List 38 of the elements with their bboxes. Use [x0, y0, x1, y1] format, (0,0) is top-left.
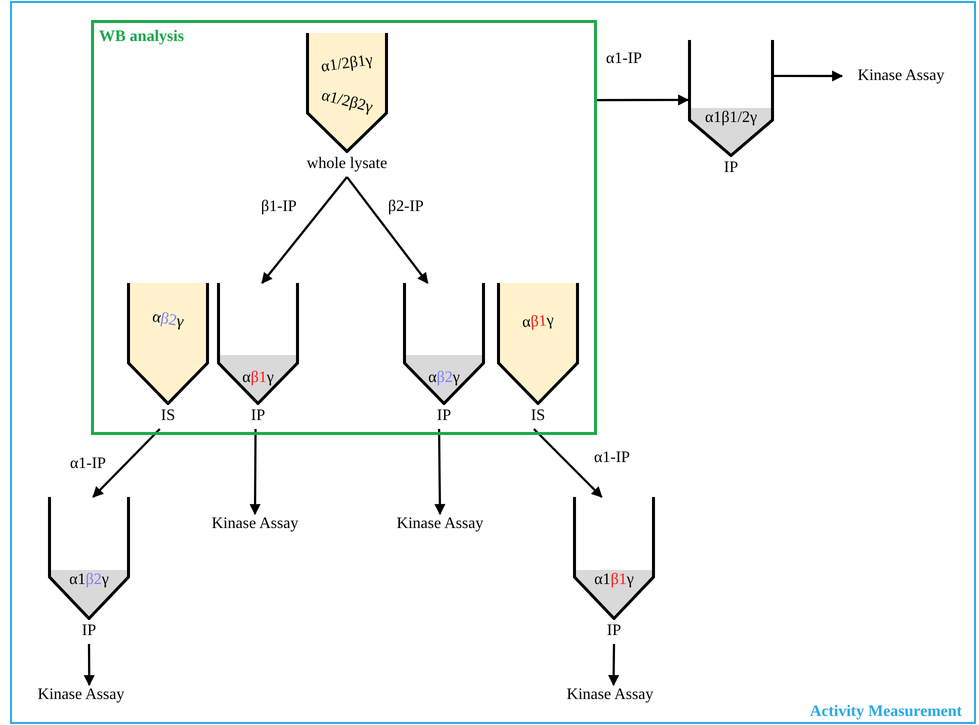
group-box [91, 20, 597, 435]
panel-frame [10, 1, 976, 724]
arrow [597, 94, 690, 106]
arrow [84, 644, 95, 686]
sample-label: αβ1γ [241, 369, 275, 387]
sample-label: α1/2β2γ [318, 86, 376, 118]
tube-caption: IP [606, 622, 622, 640]
edge-label: β2-IP [386, 198, 426, 216]
sample-label: αβ1γ [520, 310, 556, 334]
step-label: Kinase Assay [551, 685, 669, 705]
tube-caption: IP [436, 407, 452, 425]
step-label: Kinase Assay [842, 66, 960, 86]
step-label: Kinase Assay [22, 685, 140, 705]
tube-caption: IP [250, 407, 266, 425]
tube-caption: IP [80, 622, 98, 640]
step-label: Kinase Assay [196, 514, 314, 534]
tube-caption: whole lysate [306, 155, 388, 173]
sample-label: α1β1/2γ [704, 109, 758, 127]
sample-label: α1β2γ [68, 571, 110, 589]
arrow [92, 428, 161, 498]
arrow [533, 428, 602, 498]
edge-label: β1-IP [259, 198, 299, 216]
arrow [608, 644, 620, 686]
sample-label: α1β1γ [593, 571, 635, 589]
tube-caption: IS [160, 407, 176, 425]
group-title: WB analysis [99, 28, 184, 46]
arrow [434, 428, 446, 516]
arrow [774, 70, 844, 82]
sample-label: α1/2β1γ [318, 50, 375, 78]
arrow [261, 176, 348, 284]
step-label: Kinase Assay [381, 514, 499, 534]
sample-label: αβ2γ [150, 307, 186, 333]
tube-caption: IS [530, 407, 546, 425]
sample-label: αβ2γ [427, 369, 461, 387]
panel-title: Activity Measurement [810, 703, 962, 721]
arrow [250, 429, 261, 516]
tube-caption: IP [722, 159, 740, 177]
arrow [346, 176, 428, 284]
